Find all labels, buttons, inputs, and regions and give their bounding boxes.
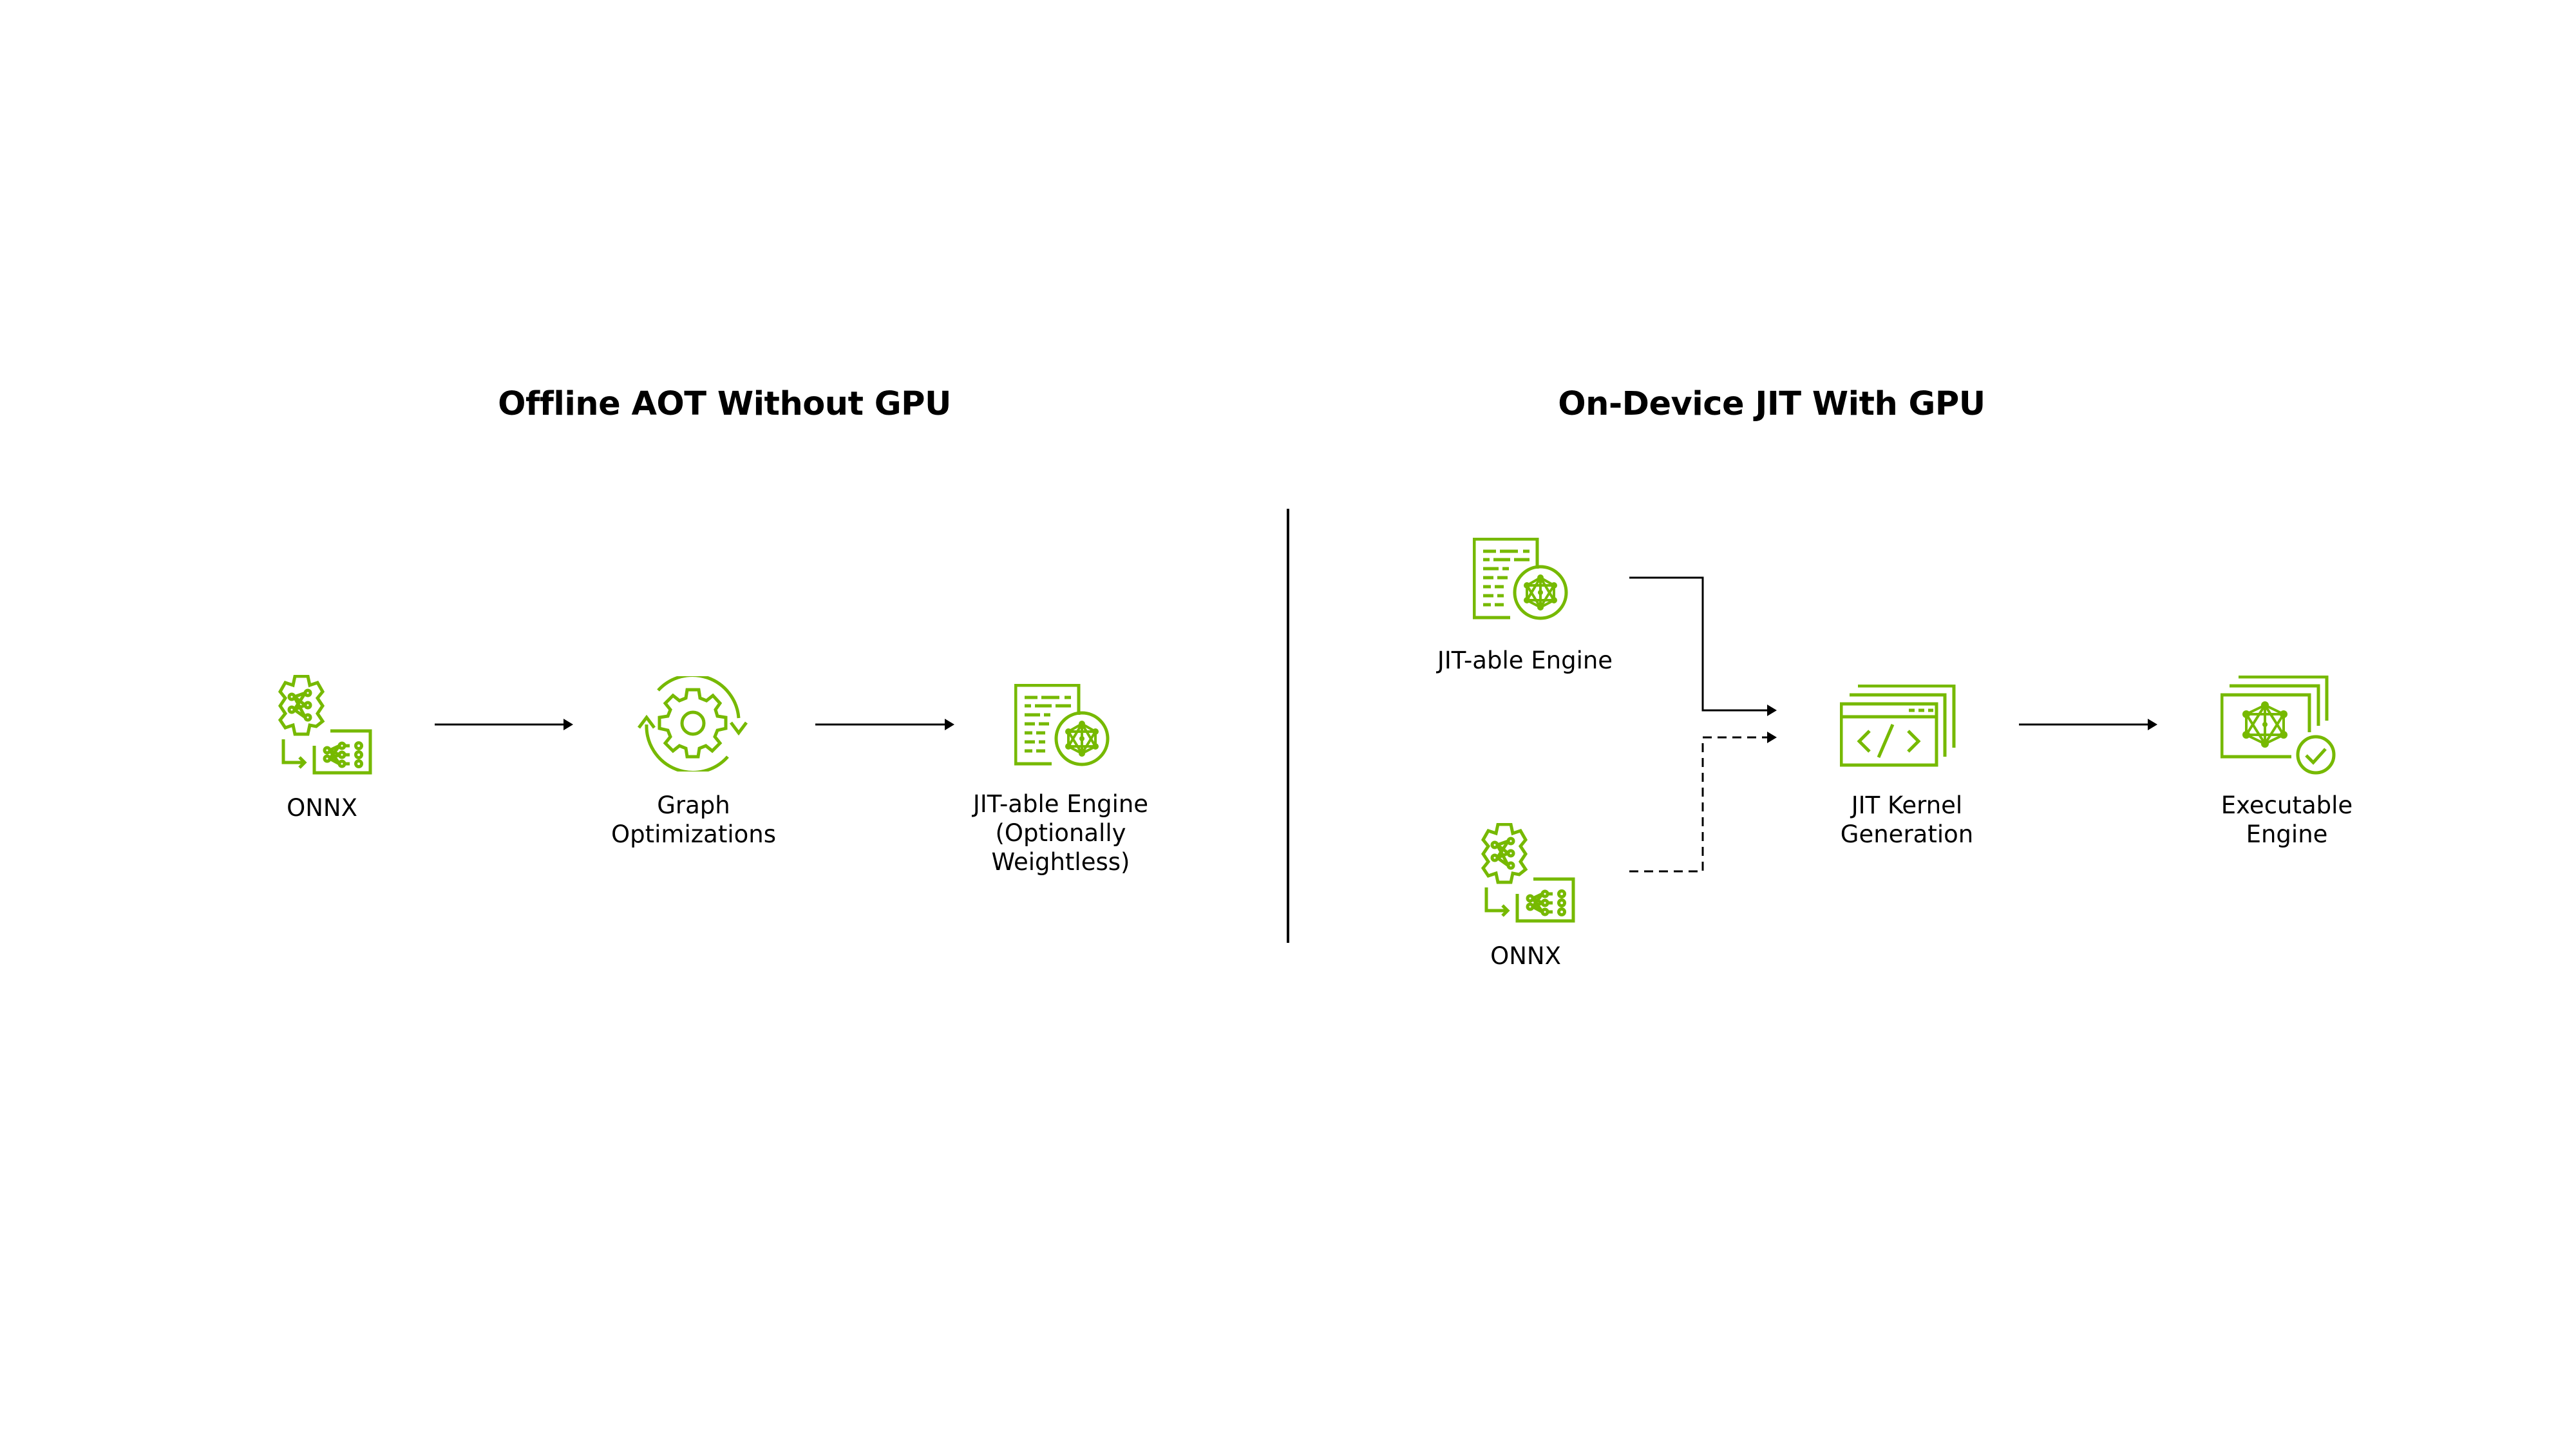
label-line: Weightless) <box>991 848 1130 876</box>
section-title-on-device-jit: On-Device JIT With GPU <box>1558 385 1985 423</box>
node-label-jit-engine-left: JIT-able Engine (Optionally Weightless) <box>973 790 1148 876</box>
label-line: JIT-able Engine <box>972 790 1149 818</box>
arrow-onnx-to-kernel-dashed <box>1629 732 1777 873</box>
arrow-graph-to-jit-engine <box>815 719 954 730</box>
node-label-onnx-right: ONNX <box>1490 942 1561 971</box>
label-line: Generation <box>1840 820 1974 848</box>
document-network-icon <box>1014 684 1110 766</box>
label-line: JIT-able Engine <box>1437 647 1613 674</box>
label-line: Engine <box>2246 820 2328 848</box>
section-title-offline-aot: Offline AOT Without GPU <box>498 385 951 423</box>
node-label-graph-optimizations: Graph Optimizations <box>611 791 776 849</box>
label-line: ONNX <box>1490 942 1561 970</box>
node-label-executable-engine: Executable Engine <box>2221 791 2353 849</box>
label-line: ONNX <box>287 794 357 822</box>
node-label-onnx-left: ONNX <box>287 793 357 822</box>
label-line: (Optionally <box>995 819 1126 847</box>
node-label-jit-engine-right: JIT-able Engine <box>1437 646 1613 675</box>
arrow-kernel-to-executable <box>2019 719 2157 730</box>
node-label-jit-kernel-generation: JIT Kernel Generation <box>1841 791 1973 849</box>
network-windows-check-icon <box>2221 676 2336 775</box>
label-line: Optimizations <box>611 820 776 848</box>
onnx-gear-network-icon <box>1481 823 1575 923</box>
code-windows-icon <box>1840 685 1956 767</box>
arrow-onnx-to-graph <box>435 719 573 730</box>
label-line: Executable <box>2221 791 2353 819</box>
document-network-icon <box>1473 538 1568 620</box>
gear-cycle-icon <box>638 676 748 772</box>
arrow-jit-engine-to-kernel <box>1629 576 1777 716</box>
onnx-gear-network-icon <box>278 675 372 775</box>
label-line: Graph <box>657 791 730 819</box>
label-line: JIT Kernel <box>1851 791 1963 819</box>
